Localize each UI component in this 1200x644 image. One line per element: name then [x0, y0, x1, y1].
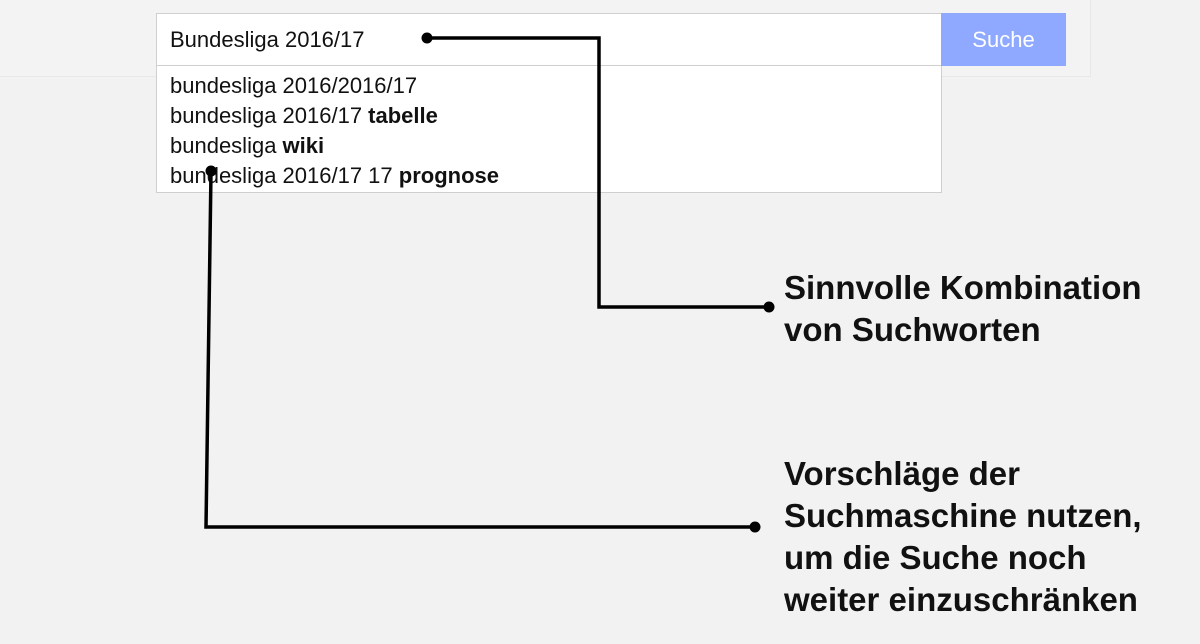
- suggestion-item[interactable]: bundesliga 2016/17 tabelle: [157, 101, 941, 131]
- suggestion-text: bundesliga 2016/17 17: [170, 163, 399, 188]
- suggestion-text: bundesliga 2016/2016/17: [170, 73, 418, 98]
- suggestion-highlight: wiki: [282, 133, 325, 158]
- search-button[interactable]: Suche: [941, 13, 1066, 66]
- annotation-line: weiter einzuschränken: [784, 581, 1138, 618]
- annotation-search-combination: Sinnvolle Kombination von Suchworten: [784, 267, 1142, 351]
- annotation-line: Vorschläge der: [784, 455, 1020, 492]
- connector-dot: [763, 301, 775, 313]
- search-suggestions-dropdown: bundesliga 2016/2016/17 bundesliga 2016/…: [156, 66, 942, 193]
- suggestion-item[interactable]: bundesliga wiki: [157, 131, 941, 161]
- annotation-line: um die Suche noch: [784, 539, 1087, 576]
- suggestion-highlight: prognose: [398, 163, 499, 188]
- search-bar: Suche: [156, 13, 1066, 66]
- connector-dot: [749, 521, 761, 533]
- suggestion-highlight: tabelle: [368, 103, 438, 128]
- search-input[interactable]: [156, 13, 941, 66]
- annotation-line: Sinnvolle Kombination: [784, 269, 1142, 306]
- annotation-use-suggestions: Vorschläge der Suchmaschine nutzen, um d…: [784, 453, 1142, 621]
- suggestion-text: bundesliga: [170, 133, 283, 158]
- connector-line-suggestions: [204, 170, 755, 529]
- suggestion-text: bundesliga 2016/17: [170, 103, 369, 128]
- suggestion-item[interactable]: bundesliga 2016/17 17 prognose: [157, 161, 941, 191]
- suggestion-item[interactable]: bundesliga 2016/2016/17: [157, 71, 941, 101]
- annotation-line: Suchmaschine nutzen,: [784, 497, 1142, 534]
- annotation-line: von Suchworten: [784, 311, 1041, 348]
